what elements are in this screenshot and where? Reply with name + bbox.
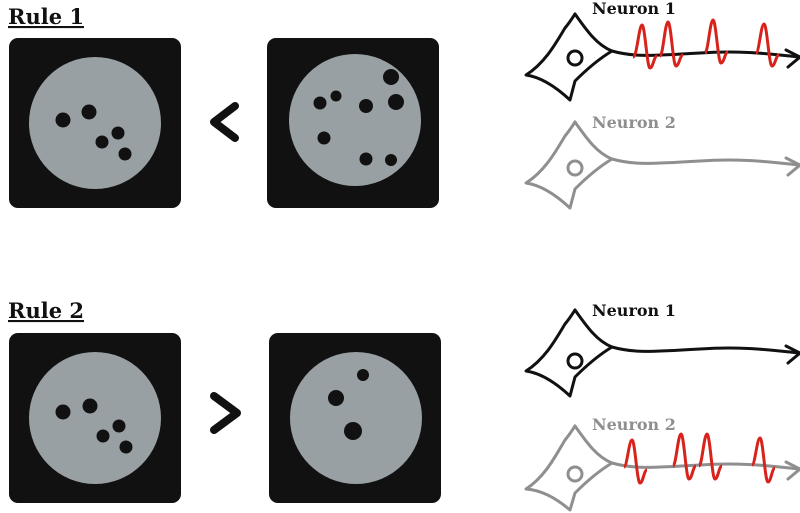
- spike: [697, 432, 723, 481]
- rule-2-title: Rule 2: [8, 298, 84, 323]
- rule-1-left-panel: [9, 38, 181, 208]
- spike: [622, 438, 648, 485]
- dot: [383, 69, 399, 85]
- dish: [289, 54, 421, 186]
- rule-1-right-panel: [267, 38, 439, 208]
- neuron-label: Neuron 1: [592, 301, 676, 320]
- nucleus: [566, 352, 584, 370]
- spike: [631, 23, 658, 70]
- dot: [385, 154, 397, 166]
- nucleus: [566, 49, 584, 67]
- rule-1: Rule 1: [8, 0, 800, 210]
- rule-2-right-panel: [269, 333, 441, 503]
- rule-2: Rule 2 Neuron 1: [8, 298, 800, 512]
- dish: [29, 57, 161, 189]
- spike: [703, 18, 729, 65]
- rule-1-neuron-2: Neuron 2: [524, 113, 800, 210]
- dish: [29, 352, 161, 484]
- dot: [95, 135, 109, 149]
- spike: [750, 436, 776, 484]
- dot: [359, 99, 373, 113]
- dot: [328, 390, 344, 406]
- rule-1-neuron-1: Neuron 1: [524, 0, 800, 102]
- dot: [112, 419, 126, 433]
- dot: [55, 404, 71, 420]
- nucleus: [566, 465, 584, 483]
- dot: [357, 369, 369, 381]
- axon-terminal: [784, 344, 800, 365]
- spike: [658, 20, 684, 68]
- neuron-1-outline: [524, 308, 800, 398]
- dot: [82, 398, 98, 414]
- dot: [344, 422, 362, 440]
- greater-than-sign: [210, 392, 241, 434]
- dot: [81, 104, 97, 120]
- spike: [754, 22, 780, 68]
- axon-terminal: [784, 156, 800, 177]
- dot: [118, 147, 132, 161]
- less-than-sign: [210, 102, 239, 142]
- axon-terminal: [784, 48, 800, 69]
- rule-2-neuron-2: Neuron 2: [524, 415, 800, 512]
- neuron-2-outline: [524, 120, 800, 210]
- neuron-label: Neuron 2: [592, 415, 676, 434]
- spike: [671, 432, 697, 481]
- dot: [313, 96, 327, 110]
- rule-1-title: Rule 1: [8, 4, 84, 29]
- dot: [55, 112, 71, 128]
- neuron-2-outline: [524, 424, 800, 512]
- dot: [317, 131, 331, 145]
- neuron-label: Neuron 2: [592, 113, 676, 132]
- dot: [388, 94, 404, 110]
- nucleus: [566, 159, 584, 177]
- rule-2-neuron-1: Neuron 1: [524, 301, 800, 398]
- dish: [290, 352, 422, 484]
- rule-2-left-panel: [9, 333, 181, 503]
- neuron-label: Neuron 1: [592, 0, 676, 18]
- dot: [96, 429, 110, 443]
- dot: [111, 126, 125, 140]
- axon-terminal: [784, 460, 800, 481]
- dot: [119, 440, 133, 454]
- dot: [359, 152, 373, 166]
- dot: [330, 90, 342, 102]
- neuron-1-outline: [524, 12, 800, 102]
